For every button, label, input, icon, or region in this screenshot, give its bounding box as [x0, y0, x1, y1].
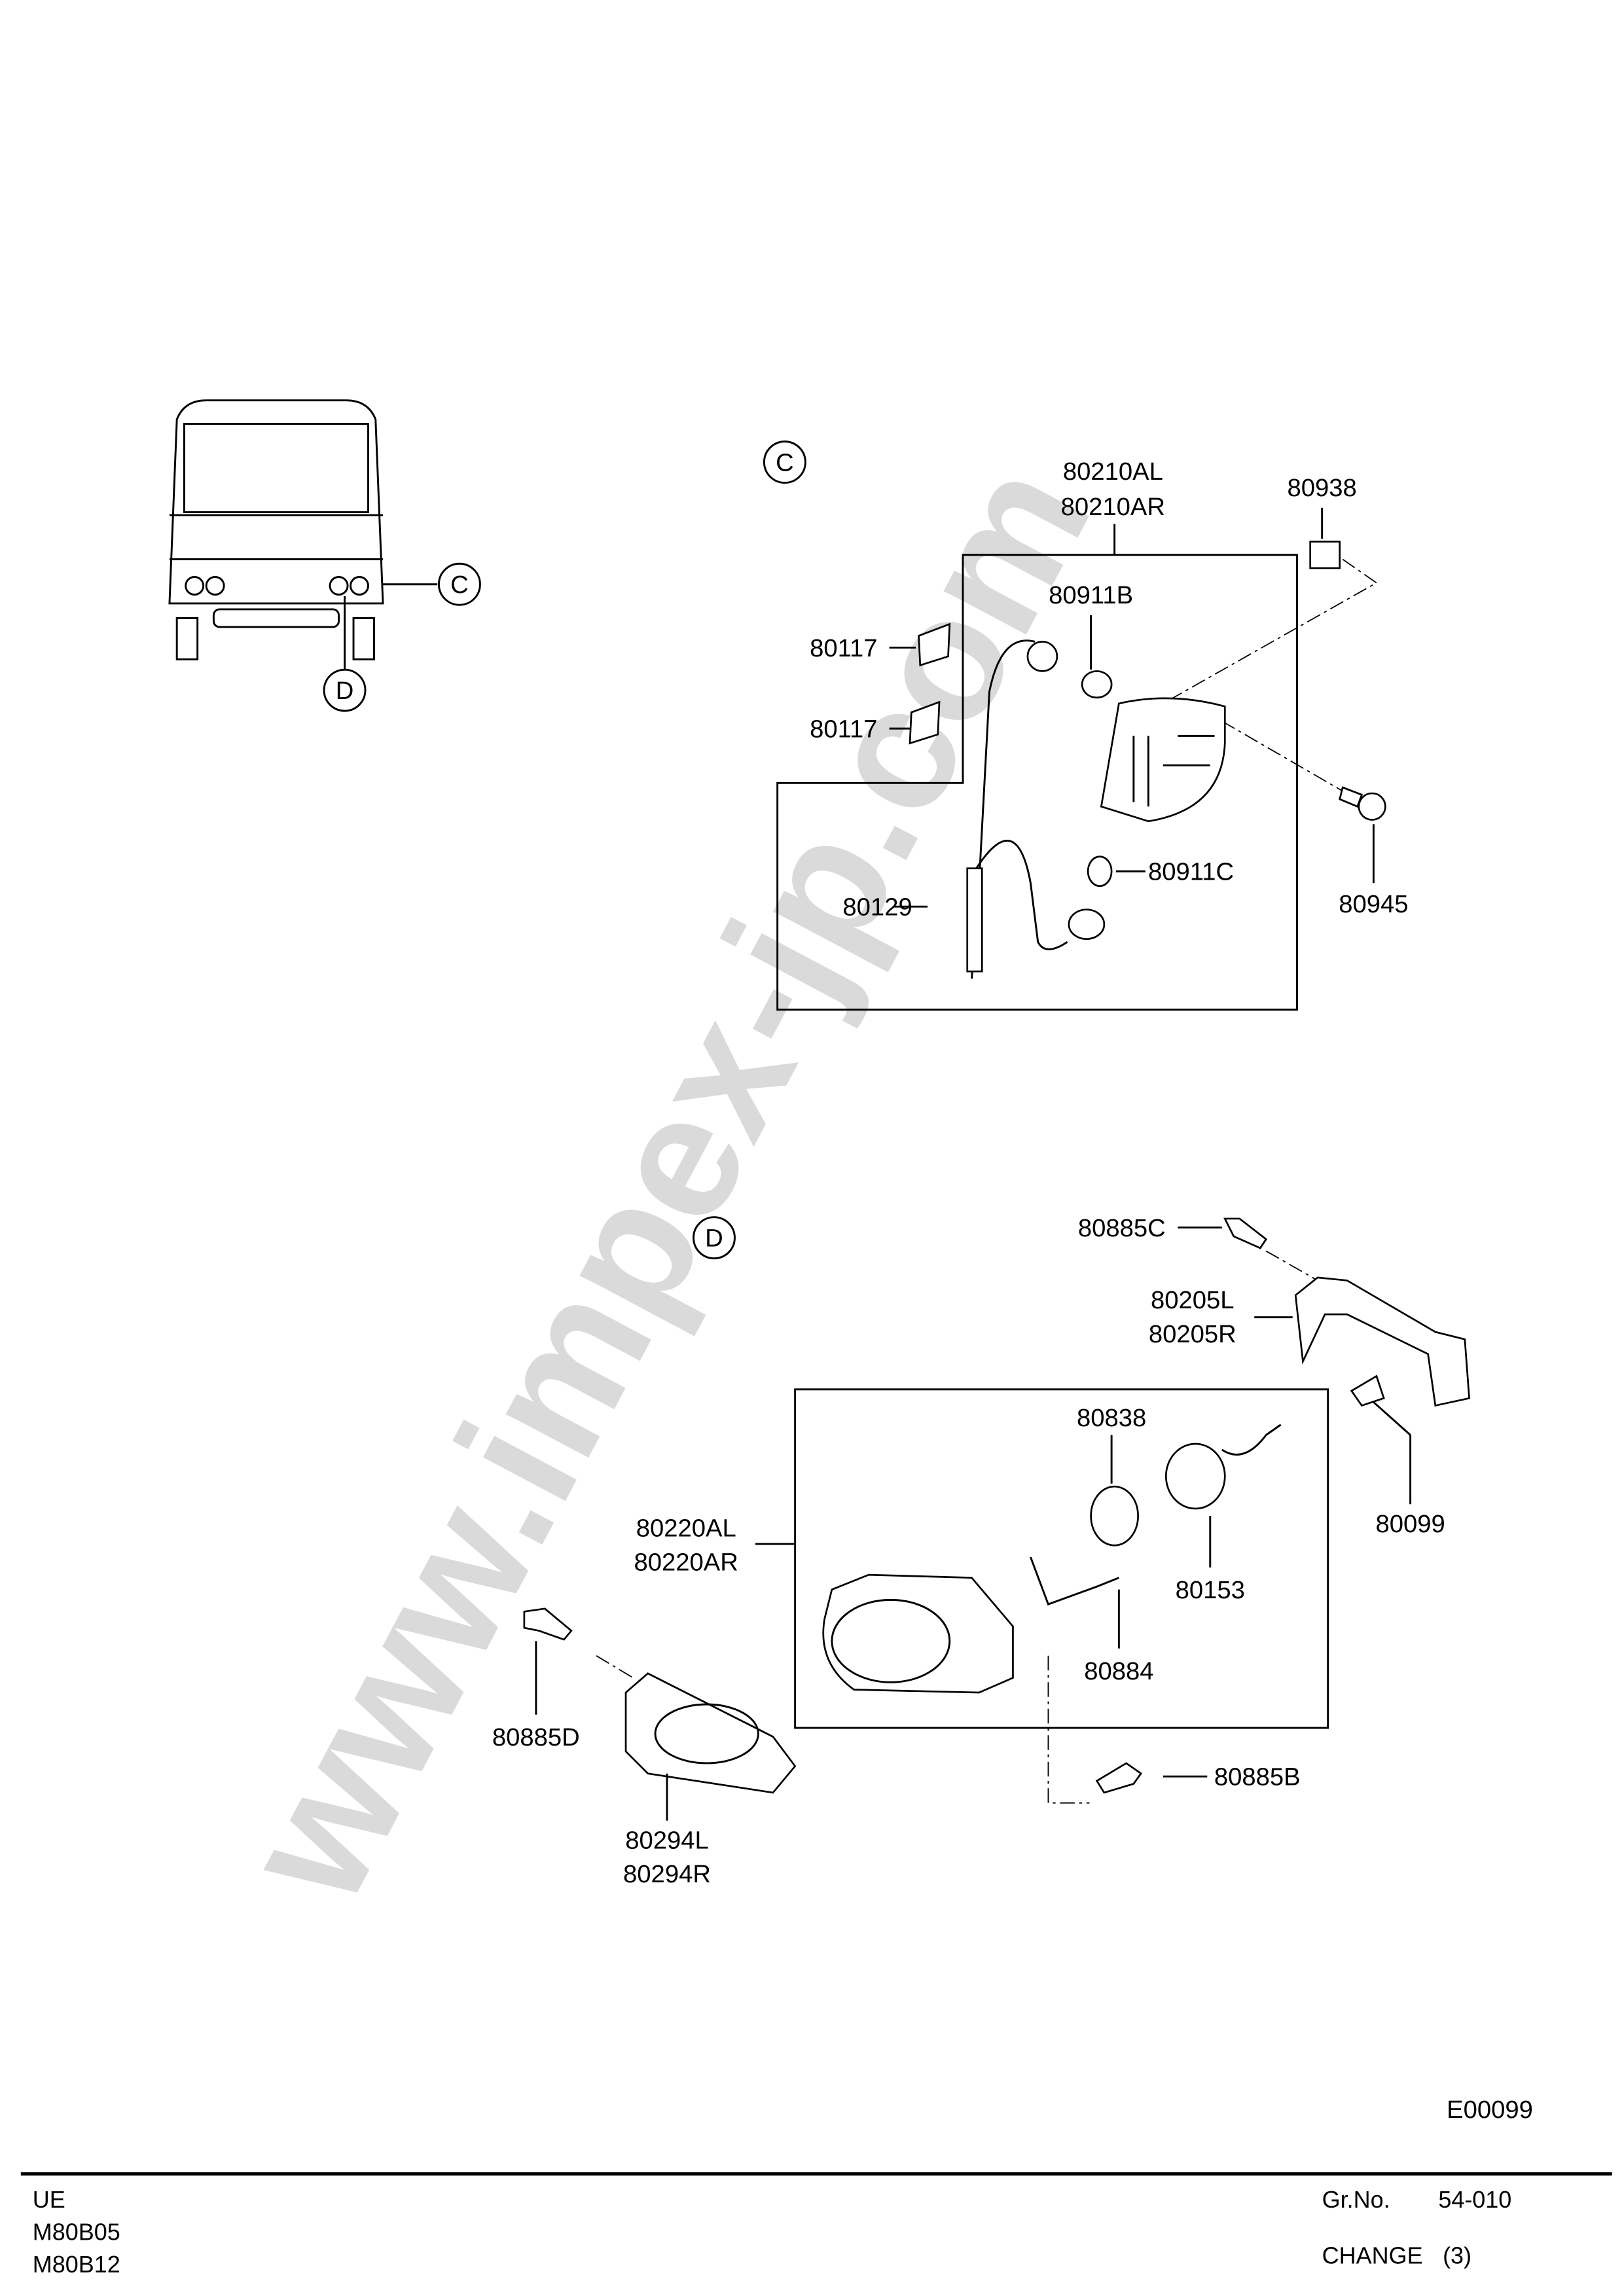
- bulb-d-drawing: [1350, 1374, 1385, 1407]
- footer-model-1: UE: [33, 2186, 65, 2213]
- label-80945: 80945: [1339, 890, 1408, 918]
- truck-front-view-drawing: [168, 399, 438, 670]
- svg-text:C: C: [450, 571, 469, 599]
- label-80885C: 80885C: [1078, 1214, 1166, 1242]
- harness-drawing: [1030, 1556, 1119, 1605]
- pad-1-drawing: [918, 622, 951, 667]
- label-80117-1: 80117: [810, 634, 877, 662]
- bulb-c-drawing: [1087, 855, 1113, 888]
- callout-c-section: C: [763, 440, 806, 484]
- change-label: CHANGE: [1322, 2242, 1423, 2269]
- bolt-c-drawing: [1223, 1217, 1268, 1249]
- svg-text:C: C: [776, 449, 794, 477]
- socket-drawing: [1164, 1443, 1226, 1510]
- label-80885D: 80885D: [492, 1723, 580, 1751]
- bolt-b-drawing: [1095, 1762, 1142, 1794]
- label-80885B: 80885B: [1214, 1763, 1301, 1791]
- label-80210AL: 80210AL: [1063, 457, 1163, 486]
- label-80294L: 80294L: [625, 1826, 709, 1854]
- label-80205L: 80205L: [1151, 1286, 1235, 1314]
- clip-drawing: [1309, 541, 1341, 569]
- assembly-box-c: [776, 554, 1298, 1011]
- svg-text:D: D: [336, 677, 354, 705]
- label-80838: 80838: [1077, 1404, 1146, 1432]
- label-80938: 80938: [1288, 474, 1357, 502]
- wire-drawing: [971, 840, 1068, 950]
- label-80210AR: 80210AR: [1061, 493, 1165, 521]
- diagram-id: E00099: [1447, 2096, 1533, 2124]
- group-number-value: 54-010: [1438, 2186, 1511, 2213]
- callout-c-truck: C: [437, 562, 481, 606]
- label-80294R: 80294R: [623, 1860, 711, 1888]
- callout-d-section: D: [693, 1216, 736, 1260]
- label-80911C: 80911C: [1148, 858, 1234, 886]
- fog-lamp-drawing: [822, 1573, 1014, 1694]
- label-80205R: 80205R: [1149, 1320, 1236, 1348]
- callout-d-truck: D: [323, 668, 367, 712]
- bracket-drawing: [1294, 1276, 1470, 1407]
- label-80220AL: 80220AL: [636, 1515, 736, 1543]
- change-value: (3): [1443, 2242, 1471, 2269]
- lens-drawing: [1100, 697, 1226, 823]
- label-80117-2: 80117: [810, 715, 877, 744]
- assembly-box-d: [794, 1388, 1329, 1729]
- group-number-label: Gr.No.: [1322, 2186, 1390, 2213]
- label-80099: 80099: [1375, 1510, 1445, 1538]
- label-80911B: 80911B: [1049, 581, 1133, 609]
- ring-drawing: [1090, 1485, 1139, 1547]
- footer-model-3: M80B12: [33, 2251, 120, 2278]
- footer-model-2: M80B05: [33, 2219, 120, 2246]
- bolt-d-drawing: [523, 1607, 573, 1641]
- grommet-c-drawing: [1068, 908, 1106, 941]
- pad-2-drawing: [909, 700, 941, 745]
- label-80220AR: 80220AR: [634, 1548, 738, 1576]
- label-80153: 80153: [1176, 1576, 1245, 1604]
- label-80884: 80884: [1084, 1657, 1153, 1685]
- screw-drawing: [1339, 786, 1363, 808]
- grommet-b-drawing: [1026, 641, 1058, 672]
- svg-text:D: D: [705, 1225, 723, 1253]
- bulb-b-drawing: [1081, 670, 1113, 699]
- bezel-drawing: [624, 1672, 797, 1794]
